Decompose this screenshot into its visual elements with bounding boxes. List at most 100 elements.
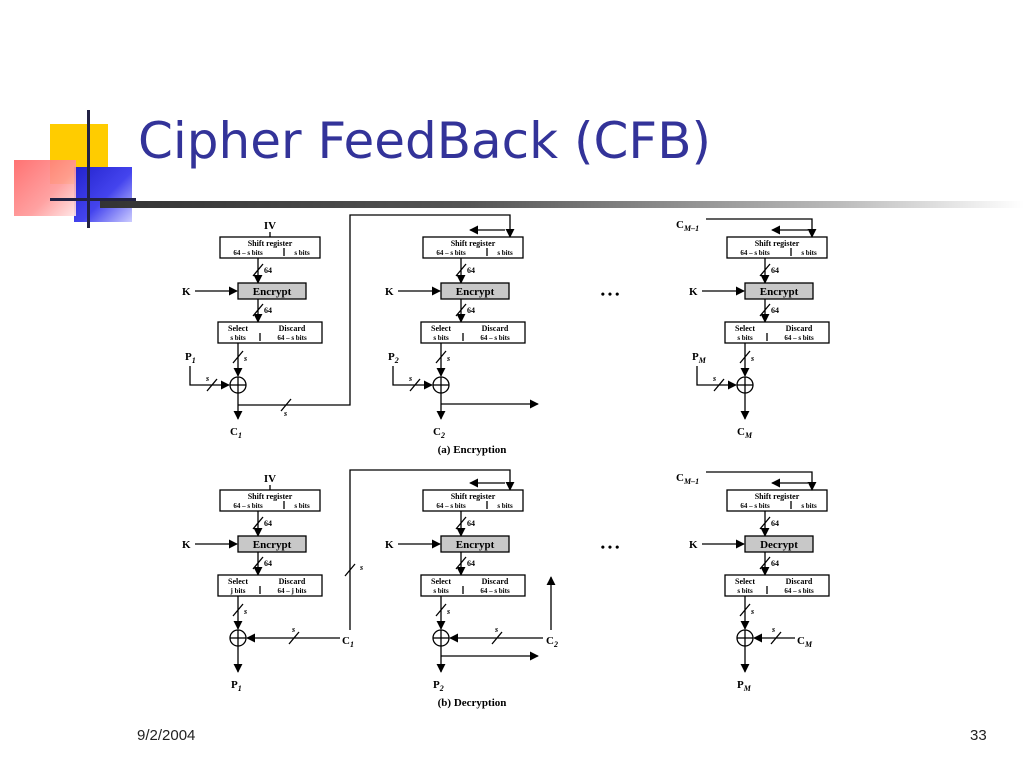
enc-stage3-shift-register-label: Shift register bbox=[755, 239, 800, 248]
enc-p1-label: P1 bbox=[185, 351, 196, 365]
enc-p2-label: P2 bbox=[388, 351, 399, 365]
enc-stage2-cipher-label: Encrypt bbox=[456, 286, 495, 298]
dec-stage3-select-bits: s bits bbox=[737, 587, 753, 595]
enc-stage1-width-s1: s bbox=[243, 354, 247, 363]
dec-cm-label: CM bbox=[797, 635, 813, 649]
enc-p2-slash bbox=[409, 378, 421, 392]
dec-stage3-width-64a: 64 bbox=[771, 519, 779, 528]
dec-stage3-shift-register-left: 64 – s bits bbox=[740, 502, 770, 510]
dec-stage1-slash-s1 bbox=[232, 603, 244, 617]
dec-stage3-slash-s1 bbox=[739, 603, 751, 617]
dec-stage2-shift-register-label: Shift register bbox=[451, 492, 496, 501]
dec-c1-width: s bbox=[291, 625, 295, 634]
enc-pm-slash bbox=[713, 378, 725, 392]
dec-stage1-slash-64b bbox=[252, 556, 264, 570]
enc-stage3-discard-bits: 64 – s bits bbox=[784, 334, 814, 342]
dec-p1-label: P1 bbox=[231, 679, 242, 693]
title-underline bbox=[100, 201, 1024, 208]
enc-stage3-select-bits: s bits bbox=[737, 334, 753, 342]
decryption-caption: (b) Decryption bbox=[438, 697, 507, 709]
dec-stage2-width-64b: 64 bbox=[467, 559, 475, 568]
enc-feedback-slash bbox=[280, 398, 292, 412]
dec-stage3-cipher-label: Decrypt bbox=[760, 539, 798, 551]
enc-ellipsis: • • • bbox=[601, 287, 620, 301]
enc-stage1-slash-s1 bbox=[232, 350, 244, 364]
enc-stage2-slash-s1 bbox=[435, 350, 447, 364]
dec-stage3-slash-64a bbox=[759, 516, 771, 530]
enc-p2-arrow bbox=[392, 366, 433, 390]
dec-stage1-discard-label: Discard bbox=[279, 577, 306, 586]
dec-cm-slash bbox=[770, 631, 782, 645]
dec-feedback-1 bbox=[349, 469, 515, 630]
dec-stage2-shift-register-right: s bits bbox=[497, 502, 513, 510]
enc-stage3-key-label: K bbox=[689, 286, 698, 298]
dec-stage2-select-label: Select bbox=[431, 577, 451, 586]
dec-ellipsis: • • • bbox=[601, 540, 620, 554]
dec-stage2-discard-bits: 64 – s bits bbox=[480, 587, 510, 595]
encryption-caption: (a) Encryption bbox=[438, 444, 507, 456]
enc-stage1-shift-register-right: s bits bbox=[294, 249, 310, 257]
enc-p1-slash bbox=[206, 378, 218, 392]
enc-stage1-slash-64a bbox=[252, 263, 264, 277]
enc-stage1-key-label: K bbox=[182, 286, 191, 298]
dec-stage3-cipher-box bbox=[744, 535, 814, 553]
dec-stage3-width-64b: 64 bbox=[771, 559, 779, 568]
enc-iv-label: IV bbox=[264, 220, 276, 232]
enc-stage2-width-64b: 64 bbox=[467, 306, 475, 315]
dec-stage3-select-box bbox=[724, 574, 830, 597]
enc-stage2-discard-label: Discard bbox=[482, 324, 509, 333]
enc-cm1-arrow bbox=[706, 218, 817, 238]
dec-stage2-slash-s1 bbox=[435, 603, 447, 617]
dec-stage3-slash-64b bbox=[759, 556, 771, 570]
dec-stage2-width-s1: s bbox=[446, 607, 450, 616]
enc-stage1-select-box bbox=[217, 321, 323, 344]
decorative-blue-square bbox=[74, 167, 132, 222]
enc-stage1-select-label: Select bbox=[228, 324, 248, 333]
enc-stage1-shift-register-left: 64 – s bits bbox=[233, 249, 263, 257]
enc-p1-arrow bbox=[189, 366, 230, 390]
dec-stage3-select-label: Select bbox=[735, 577, 755, 586]
dec-c1-label: C1 bbox=[342, 635, 354, 649]
dec-stage1-cipher-box bbox=[237, 535, 307, 553]
dec-stage3-key-label: K bbox=[689, 539, 698, 551]
enc-stage2-width-64a: 64 bbox=[467, 266, 475, 275]
dec-stage2-select-bits: s bits bbox=[433, 587, 449, 595]
dec-stage3-shift-register bbox=[726, 489, 828, 512]
dec-cm-width: s bbox=[771, 625, 775, 634]
dec-stage1-shift-register-right: s bits bbox=[294, 502, 310, 510]
enc-stage2-select-box bbox=[420, 321, 526, 344]
enc-stage3-slash-s1 bbox=[739, 350, 751, 364]
enc-stage3-cipher-label: Encrypt bbox=[760, 286, 799, 298]
enc-stage1-width-64b: 64 bbox=[264, 306, 272, 315]
footer-page-number: 33 bbox=[970, 727, 987, 744]
dec-stage2-discard-label: Discard bbox=[482, 577, 509, 586]
enc-cm-label: CM bbox=[737, 426, 753, 440]
enc-stage1-width-64a: 64 bbox=[264, 266, 272, 275]
enc-stage3-shift-register bbox=[726, 236, 828, 259]
enc-p1-width: s bbox=[205, 374, 209, 383]
dec-stage1-key-label: K bbox=[182, 539, 191, 551]
dec-stage1-select-box bbox=[217, 574, 323, 597]
enc-stage3-width-64b: 64 bbox=[771, 306, 779, 315]
enc-stage1-cipher-box bbox=[237, 282, 307, 300]
decorative-vertical-line bbox=[87, 110, 90, 228]
enc-stage3-shift-register-right: s bits bbox=[801, 249, 817, 257]
dec-stage2-shift-register-left: 64 – s bits bbox=[436, 502, 466, 510]
enc-stage2-select-label: Select bbox=[431, 324, 451, 333]
dec-stage1-slash-64a bbox=[252, 516, 264, 530]
enc-feedback-1 bbox=[238, 214, 515, 406]
enc-stage3-slash-64a bbox=[759, 263, 771, 277]
dec-c2-slash bbox=[491, 631, 503, 645]
dec-cm1-arrow bbox=[706, 471, 817, 491]
dec-stage2-width-64a: 64 bbox=[467, 519, 475, 528]
dec-pm-label: PM bbox=[737, 679, 752, 693]
enc-stage1-cipher-label: Encrypt bbox=[253, 286, 292, 298]
dec-p2-label: P2 bbox=[433, 679, 444, 693]
enc-stage2-slash-64b bbox=[455, 303, 467, 317]
enc-pm-arrow bbox=[696, 366, 737, 390]
dec-stage3-shift-register-right: s bits bbox=[801, 502, 817, 510]
enc-stage1-discard-bits: 64 – s bits bbox=[277, 334, 307, 342]
enc-p2-width: s bbox=[408, 374, 412, 383]
enc-stage3-width-64a: 64 bbox=[771, 266, 779, 275]
